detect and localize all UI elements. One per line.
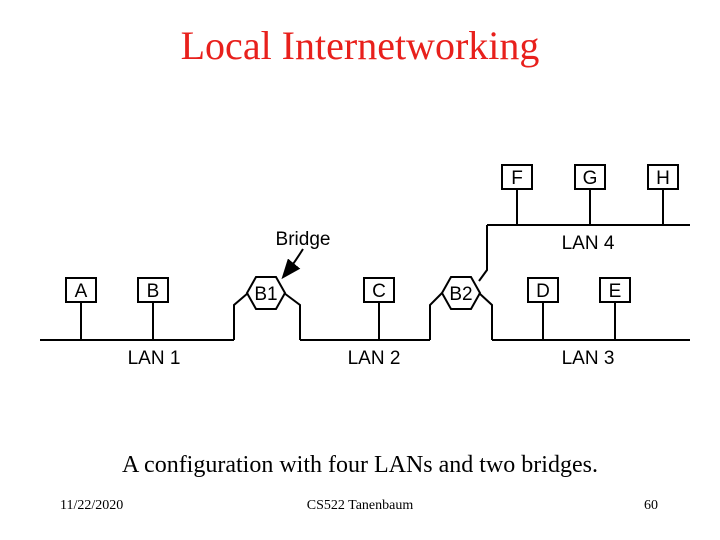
host-g-box — [574, 164, 606, 190]
host-e-box — [599, 277, 631, 303]
bridge-b1-hexagon — [245, 276, 287, 310]
b1-link-lan2 — [283, 292, 301, 340]
host-a-label: A — [75, 281, 88, 302]
footer-page-number: 60 — [644, 498, 658, 513]
b2-link-lan3 — [478, 292, 493, 340]
b2-link-lan4 — [478, 225, 488, 282]
host-c-label: C — [372, 281, 386, 302]
lan1-label: LAN 1 — [128, 348, 181, 369]
bridge-callout-arrow — [281, 248, 304, 280]
b2-link-lan2 — [429, 292, 443, 340]
host-d-box — [527, 277, 559, 303]
host-g-label: G — [583, 168, 598, 189]
host-a-box — [65, 277, 97, 303]
footer-date: 11/22/2020 — [60, 498, 124, 513]
lan2-label: LAN 2 — [348, 348, 401, 369]
bridge-b2-hexagon — [440, 276, 482, 310]
lan3-label: LAN 3 — [562, 348, 615, 369]
slide-title: Local Internetworking — [180, 23, 540, 68]
host-b-label: B — [147, 281, 160, 302]
host-f-label: F — [511, 168, 523, 189]
figure-caption: A configuration with four LANs and two b… — [122, 452, 598, 478]
bridge-b1-label: B1 — [254, 284, 277, 305]
lan4-label: LAN 4 — [562, 233, 615, 254]
host-d-label: D — [536, 281, 550, 302]
host-h-box — [647, 164, 679, 190]
footer-course: CS522 Tanenbaum — [306, 498, 414, 513]
bridge-callout-label: Bridge — [276, 229, 331, 250]
host-f-box — [501, 164, 533, 190]
host-c-box — [363, 277, 395, 303]
host-e-label: E — [609, 281, 622, 302]
bridge-b2-label: B2 — [449, 284, 472, 305]
host-h-label: H — [656, 168, 670, 189]
host-b-box — [137, 277, 169, 303]
b1-link-lan1 — [233, 292, 249, 340]
